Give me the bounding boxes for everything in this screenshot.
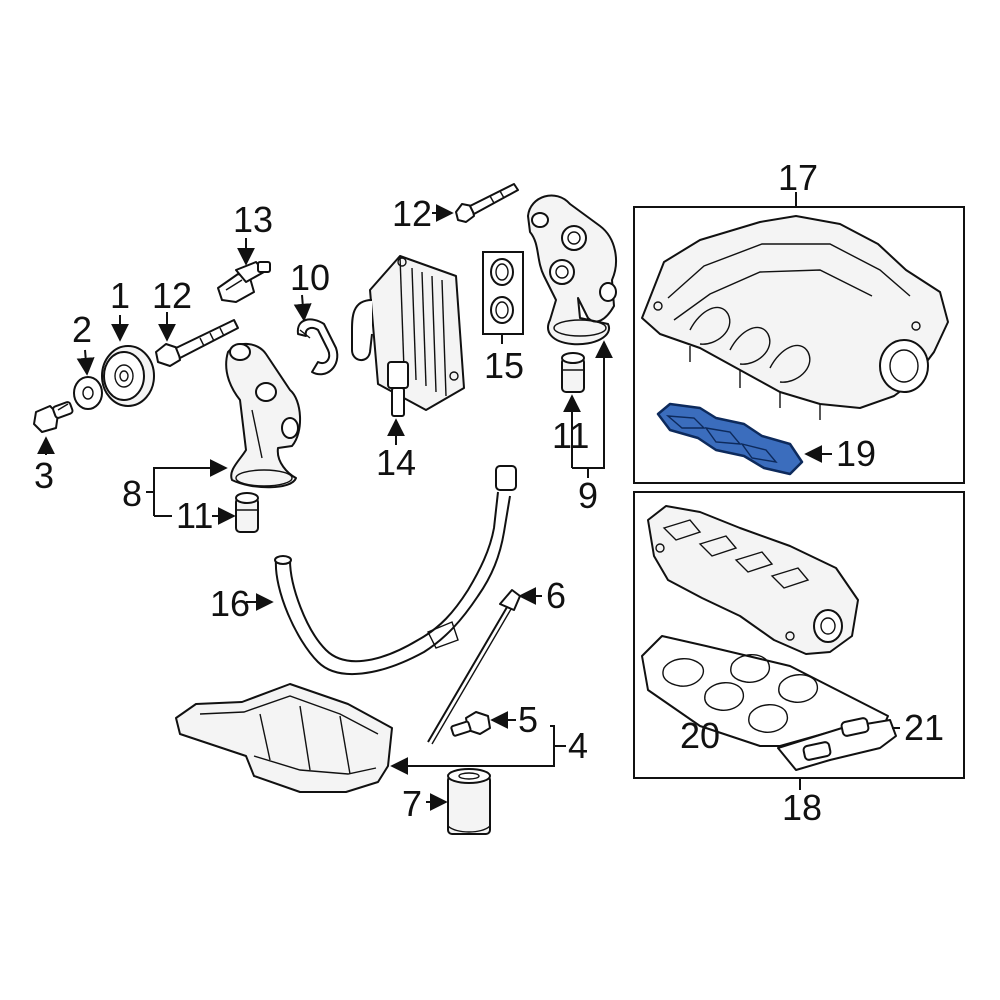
- callout-11-left[interactable]: 11: [176, 495, 213, 536]
- callout-21[interactable]: 21: [904, 707, 944, 748]
- callout-3[interactable]: 3: [34, 455, 54, 496]
- callout-14[interactable]: 14: [376, 442, 416, 483]
- callout-18[interactable]: 18: [782, 787, 822, 828]
- intake-gasket-part-19[interactable]: [656, 402, 804, 476]
- long-bolt-part-12-top[interactable]: [455, 183, 519, 223]
- callout-5[interactable]: 5: [518, 699, 538, 740]
- callout-19[interactable]: 19: [836, 433, 876, 474]
- callout-11-right[interactable]: 11: [552, 415, 589, 456]
- sleeve-part-11-right[interactable]: [561, 352, 585, 393]
- clamp-part-10[interactable]: [296, 318, 339, 376]
- dipstick-tube-part-16[interactable]: [274, 465, 517, 675]
- upper-intake-manifold-part-17[interactable]: [641, 215, 949, 420]
- pulley-part-1[interactable]: [101, 345, 155, 407]
- lower-intake-manifold-part-18[interactable]: [647, 505, 859, 655]
- sensor-part-13[interactable]: [217, 261, 271, 303]
- leader-8-top: [153, 459, 228, 516]
- callout-12-left[interactable]: 12: [152, 275, 192, 316]
- callout-13[interactable]: 13: [233, 199, 273, 240]
- drain-plug-part-5[interactable]: [450, 711, 491, 737]
- callout-10[interactable]: 10: [290, 257, 330, 298]
- filter-adapter-part-8[interactable]: [225, 343, 302, 489]
- box-17: [633, 206, 965, 484]
- leader-10: [293, 294, 312, 322]
- leader-9: [572, 340, 613, 469]
- sleeve-part-11-left[interactable]: [235, 492, 259, 533]
- callout-4[interactable]: 4: [568, 725, 588, 766]
- small-gaskets-part-21[interactable]: [777, 717, 897, 771]
- callout-8[interactable]: 8: [122, 473, 142, 514]
- callout-9[interactable]: 9: [578, 475, 598, 516]
- leader-2: [76, 349, 95, 376]
- callout-20[interactable]: 20: [680, 715, 720, 756]
- housing-part-9[interactable]: [527, 194, 617, 346]
- callout-16[interactable]: 16: [210, 583, 250, 624]
- callout-1[interactable]: 1: [110, 275, 130, 316]
- callout-15[interactable]: 15: [484, 345, 524, 386]
- callout-7[interactable]: 7: [402, 783, 422, 824]
- bolt-part-3[interactable]: [33, 401, 74, 433]
- dipstick-part-6[interactable]: [427, 589, 521, 745]
- washer-part-2[interactable]: [73, 376, 103, 410]
- oil-pan-part-4[interactable]: [175, 683, 393, 793]
- callout-2[interactable]: 2: [72, 309, 92, 350]
- callout-12-top[interactable]: 12: [392, 193, 432, 234]
- oil-cooler-part-14[interactable]: [351, 255, 465, 417]
- oil-filter-part-7[interactable]: [447, 768, 491, 835]
- callout-6[interactable]: 6: [546, 575, 566, 616]
- seal-kit-part-15[interactable]: [482, 251, 524, 335]
- long-bolt-part-12-left[interactable]: [155, 319, 239, 367]
- callout-17[interactable]: 17: [778, 157, 818, 198]
